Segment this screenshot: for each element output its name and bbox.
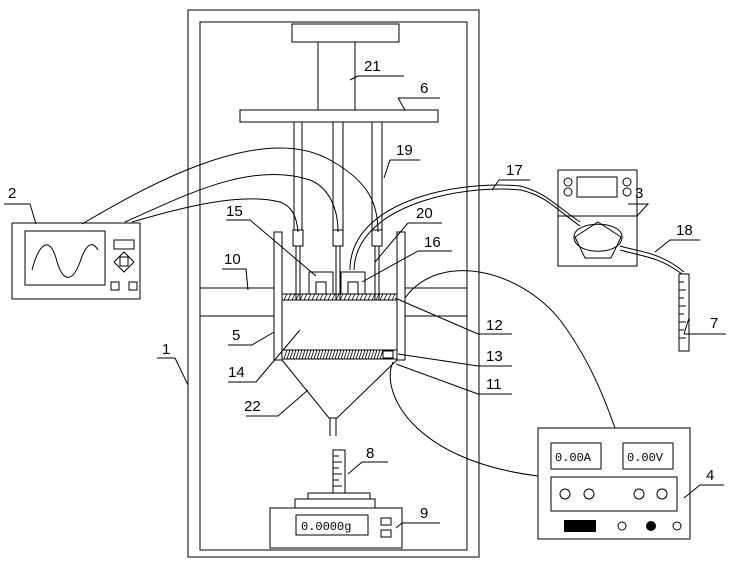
hatch-line: [349, 349, 354, 360]
hatch-line: [315, 293, 320, 301]
hatch-line: [361, 349, 366, 360]
hatch-line: [337, 349, 342, 360]
hatch-line: [367, 349, 372, 360]
hatch-line: [334, 349, 339, 360]
leader-lines: [4, 75, 726, 529]
hatch-line: [364, 349, 369, 360]
label-11: 11: [486, 376, 502, 393]
hatch-line: [311, 293, 316, 301]
sensors: [308, 271, 366, 295]
hatch-line: [304, 349, 309, 360]
hatch-line: [295, 349, 300, 360]
power-supply: 0.00A 0.00V: [537, 427, 691, 540]
hatch-line: [343, 293, 348, 301]
lower-electrode: [281, 349, 398, 360]
label-15: 15: [226, 203, 243, 220]
label-14: 14: [228, 364, 245, 381]
hatch-line: [359, 293, 364, 301]
power-voltage: 0.00V: [627, 451, 664, 465]
hatch-line: [352, 349, 357, 360]
connections: [81, 147, 685, 477]
hatch-line: [322, 349, 327, 360]
hatch-line: [325, 349, 330, 360]
hatch-line: [291, 293, 296, 301]
hatch-line: [373, 349, 378, 360]
label-13: 13: [486, 348, 503, 365]
label-22: 22: [244, 398, 261, 415]
hatch-line: [289, 349, 294, 360]
hatch-line: [358, 349, 363, 360]
collection-cylinder: [678, 273, 690, 352]
hatch-line: [286, 349, 291, 360]
hatch-line: [331, 349, 336, 360]
electronic-balance: 0.0000g: [269, 498, 403, 549]
hatch-line: [287, 293, 292, 301]
label-3: 3: [635, 185, 643, 202]
measuring-cylinder: [307, 449, 371, 500]
hatch-line: [313, 349, 318, 360]
hatch-line: [307, 349, 312, 360]
hatch-line: [327, 293, 332, 301]
support-shelf: [200, 287, 467, 317]
peristaltic-pump: [557, 169, 638, 267]
label-1: 1: [162, 341, 170, 358]
hatch-line: [383, 293, 388, 301]
hatch-line: [307, 293, 312, 301]
hatch-line: [379, 293, 384, 301]
power-current: 0.00A: [555, 451, 592, 465]
hatch-line: [376, 349, 381, 360]
label-17: 17: [506, 162, 523, 179]
hatch-line: [303, 293, 308, 301]
label-10: 10: [224, 251, 241, 268]
hatch-line: [319, 349, 324, 360]
hatch-line: [370, 349, 375, 360]
hatch-line: [310, 349, 315, 360]
hatch-line: [343, 349, 348, 360]
hatch-line: [367, 293, 372, 301]
label-21: 21: [364, 58, 381, 75]
inner-rods: [295, 246, 380, 300]
hatch-line: [387, 293, 392, 301]
hatch-line: [351, 293, 356, 301]
hatch-line: [347, 293, 352, 301]
probe-rods: [292, 122, 383, 247]
press-rod: [239, 23, 439, 123]
label-4: 4: [706, 467, 714, 484]
label-6: 6: [420, 80, 428, 97]
hatch-line: [283, 349, 288, 360]
label-2: 2: [8, 185, 16, 202]
label-19: 19: [396, 142, 413, 159]
balance-reading: 0.0000g: [301, 520, 351, 534]
hatch-line: [391, 293, 396, 301]
label-5: 5: [232, 327, 240, 344]
label-18: 18: [676, 222, 693, 239]
oscilloscope: [11, 222, 141, 300]
hatch-line: [346, 349, 351, 360]
hatch-line: [355, 293, 360, 301]
hatch-line: [340, 349, 345, 360]
hatch-line: [301, 349, 306, 360]
hatch-line: [283, 293, 288, 301]
hatch-line: [363, 293, 368, 301]
hatch-line: [328, 349, 333, 360]
funnel: [281, 359, 398, 436]
hatch-line: [331, 293, 336, 301]
label-7: 7: [710, 315, 718, 332]
hatch-line: [323, 293, 328, 301]
hatch-line: [355, 349, 360, 360]
label-9: 9: [420, 505, 428, 522]
label-8: 8: [366, 445, 374, 462]
hatch-line: [316, 349, 321, 360]
number-labels: 2 1 3 4 5 6 7 8 9 10 11 12 13 14 15 16 1…: [8, 58, 718, 522]
label-12: 12: [486, 317, 503, 334]
frame: [187, 9, 480, 558]
hatch-line: [298, 349, 303, 360]
label-16: 16: [424, 234, 441, 251]
label-20: 20: [416, 205, 433, 222]
hatch-line: [292, 349, 297, 360]
hatch-line: [319, 293, 324, 301]
